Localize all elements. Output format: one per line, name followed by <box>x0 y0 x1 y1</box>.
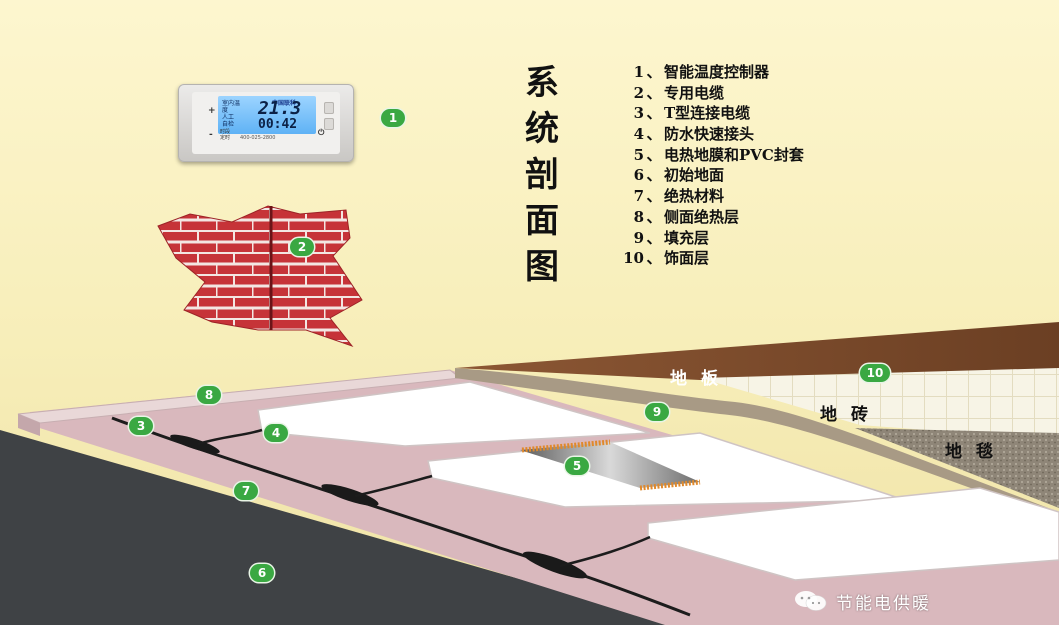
wechat-icon <box>795 591 827 611</box>
plus-button: + <box>208 106 216 116</box>
heating-film-1 <box>257 381 651 447</box>
diagram-title: 系统剖面图 <box>525 63 559 287</box>
floorboard-label: 地板 <box>670 369 732 389</box>
callout-5: 5 <box>565 457 589 475</box>
callout-3: 3 <box>129 417 153 435</box>
legend-item: 2、专用电缆 <box>633 83 725 102</box>
floorboard-layer <box>455 322 1059 380</box>
film-cutaway <box>520 442 700 488</box>
callout-1: 1 <box>381 109 405 127</box>
legend-item: 8、侧面绝热层 <box>633 207 740 226</box>
watermark-text: 节能电供暖 <box>836 593 931 614</box>
carpet-layer <box>855 428 1059 508</box>
base-floor-layer <box>0 430 680 625</box>
callout-7: 7 <box>234 482 258 500</box>
room-temp-label: 室内温度 <box>222 100 241 114</box>
mode-label: 自检 <box>222 121 235 128</box>
minus-button: - <box>209 130 213 140</box>
legend-item: 6、初始地面 <box>633 166 725 185</box>
thermostat-device: + - 中国联科 室内温度 人工 自检 21.3 00:42 时段 定时 400… <box>178 84 354 162</box>
watermark: 节能电供暖 <box>794 590 931 614</box>
legend-list: 1、智能温度控制器 2、专用电缆 3、T型连接电缆 4、防水快速接头 5、电热地… <box>598 62 804 269</box>
quick-connector-cable-3 <box>559 535 651 568</box>
legend-item: 10、饰面层 <box>623 249 710 268</box>
legend-item: 1、智能温度控制器 <box>633 63 770 81</box>
legend-item: 7、绝热材料 <box>633 187 725 206</box>
time-readout: 00:42 <box>258 117 298 132</box>
side-button-up <box>324 102 334 114</box>
carpet-label: 地毯 <box>945 442 1007 462</box>
program-label: 定时 <box>220 135 231 141</box>
legend-item: 9、填充层 <box>633 228 710 247</box>
filler-layer <box>455 368 1059 520</box>
tile-layer <box>700 368 1059 440</box>
callout-8: 8 <box>197 386 221 404</box>
power-icon: ⏻ <box>318 128 325 137</box>
thermostat-brand: 中国联科 <box>272 100 297 107</box>
quick-connector-cable-2 <box>354 474 433 498</box>
callout-4: 4 <box>264 424 288 442</box>
thermostat-phone: 400-025-2800 <box>240 135 276 141</box>
callout-10: 10 <box>860 364 890 382</box>
legend-item: 4、防水快速接头 <box>633 125 755 144</box>
timer-label: 时段 <box>220 129 231 135</box>
legend-item: 3、T型连接电缆 <box>633 104 751 123</box>
callout-2: 2 <box>290 238 314 256</box>
set-label: 人工 <box>222 114 235 121</box>
quick-connector-cable-1 <box>197 428 263 446</box>
callout-6: 6 <box>250 564 274 582</box>
thermostat-screen: 中国联科 室内温度 人工 自检 21.3 00:42 <box>218 96 316 134</box>
legend-item: 5、电热地膜和PVC封套 <box>633 145 804 164</box>
callout-9: 9 <box>645 403 669 421</box>
brick-wall-cutout <box>157 205 363 348</box>
tile-label: 地砖 <box>820 405 882 425</box>
temperature-readout: 21.3 <box>258 98 302 119</box>
side-button-down <box>324 118 334 130</box>
thermostat-labels: 室内温度 人工 自检 <box>222 100 244 128</box>
